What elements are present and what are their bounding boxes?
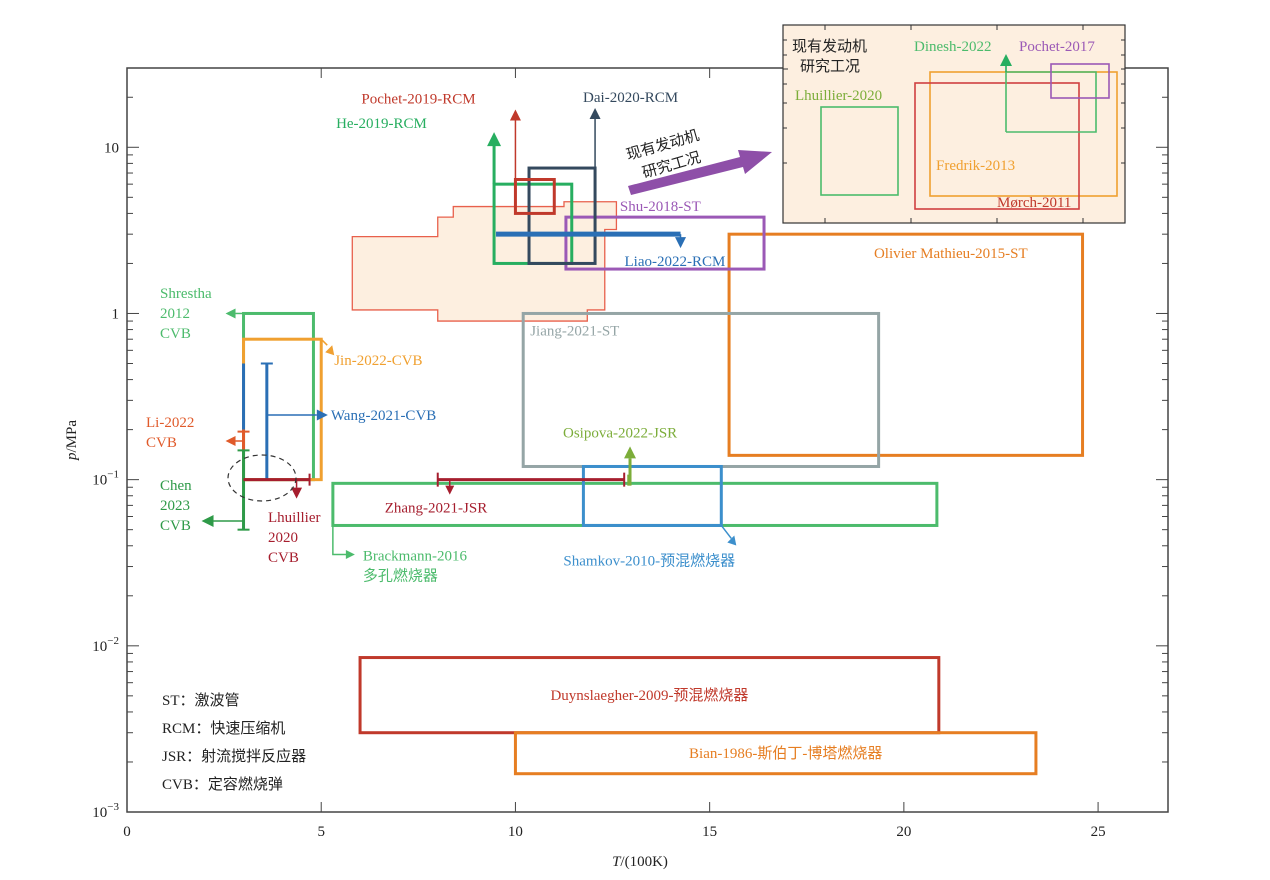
inset-box-pochet-2017	[1050, 63, 1110, 99]
engine-region-layer	[351, 201, 618, 322]
series-label: Bian-1986-斯伯丁-博塔燃烧器	[689, 744, 882, 762]
series-label: Jiang-2021-ST	[530, 323, 619, 339]
arrow-up-icon	[589, 108, 601, 120]
arrow-down-icon	[291, 487, 303, 499]
axes: 0 5 10 15 20 25 10−3 10−2 10−1 1 10	[92, 67, 1169, 840]
arrow-up-icon	[624, 446, 637, 459]
x-tick-label: 10	[508, 824, 523, 840]
series-label: Duynslaegher-2009-预混燃烧器	[550, 686, 748, 704]
series-label: CVB	[146, 435, 177, 451]
arrow-down-icon	[675, 237, 687, 249]
arrow-right-icon	[316, 409, 328, 421]
series-label: Osipova-2022-JSR	[563, 425, 677, 441]
series-labels: Duynslaegher-2009-预混燃烧器 Bian-1986-斯伯丁-博塔燃…	[146, 90, 1028, 762]
inset-label-morch-2011: Mørch-2011	[997, 195, 1071, 211]
y-tick-label: 10	[104, 140, 119, 156]
series-box	[513, 177, 556, 215]
leader-line	[332, 525, 347, 556]
arrow-left-icon	[225, 308, 236, 319]
series-label: Shamkov-2010-预混燃烧器	[563, 551, 735, 569]
leader-line	[720, 525, 732, 539]
inset-box-lhuillier-2020	[820, 106, 899, 196]
series-label: 2020	[268, 530, 298, 546]
series-label: 2023	[160, 498, 190, 514]
arrow-down-icon	[445, 485, 455, 495]
plot-frame	[126, 67, 1169, 813]
series-box	[564, 215, 766, 271]
x-tick-label: 20	[896, 824, 911, 840]
inset-label-lhuillier-2020: Lhuillier-2020	[795, 88, 882, 104]
inset-box-morch-2011	[914, 82, 1080, 210]
engine-region-polygon	[351, 201, 618, 322]
legend-entry-jsr: JSR：射流搅拌反应器	[162, 747, 306, 765]
series-label: Shu-2018-ST	[620, 199, 701, 215]
legend: ST：激波管 RCM：快速压缩机 JSR：射流搅拌反应器 CVB：定容燃烧弹	[162, 692, 306, 793]
y-tick-label: 10−1	[92, 469, 119, 489]
arrow-up-icon	[509, 109, 521, 121]
series-label: CVB	[268, 550, 299, 566]
y-tick-label: 1	[112, 306, 120, 322]
series-label: Wang-2021-CVB	[331, 408, 436, 424]
legend-entry-cvb: CVB：定容燃烧弹	[162, 775, 283, 793]
series-label: CVB	[160, 518, 191, 534]
series-label: Dai-2020-RCM	[583, 90, 678, 106]
series-label: Li-2022	[146, 415, 194, 431]
inset-title-line1: 现有发动机	[792, 37, 867, 55]
highlight-ellipse	[227, 454, 297, 502]
leader-line	[320, 338, 328, 346]
series-label: He-2019-RCM	[336, 116, 427, 132]
series-label: 多孔燃烧器	[363, 566, 438, 584]
series-label: Liao-2022-RCM	[625, 254, 726, 270]
inset-box-dinesh-2022	[1005, 71, 1097, 133]
series-label: Zhang-2021-JSR	[385, 501, 488, 517]
series-layer	[201, 108, 1085, 776]
legend-entry-st: ST：激波管	[162, 692, 240, 709]
arrow-down-right-icon	[727, 535, 737, 546]
series-label: Chen	[160, 478, 192, 494]
series-label: Olivier Mathieu-2015-ST	[874, 246, 1028, 262]
arrow-up-icon	[487, 132, 502, 147]
series-label: Brackmann-2016	[363, 548, 468, 564]
arrow-right-icon	[628, 150, 772, 195]
y-tick-label: 10−2	[92, 635, 119, 655]
arrow-left-icon	[225, 436, 236, 446]
x-tick-label: 25	[1091, 824, 1106, 840]
series-box	[513, 731, 1038, 776]
legend-entry-rcm: RCM：快速压缩机	[162, 720, 285, 737]
x-tick-label: 15	[702, 824, 717, 840]
x-tick-label: 5	[317, 824, 325, 840]
series-label: CVB	[160, 326, 191, 342]
inset-label-fredrik-2013: Fredrik-2013	[936, 158, 1015, 174]
inset-panel: 现有发动机 研究工况 Lhuillier-2020 Fredrik-2013 M…	[782, 24, 1126, 224]
y-tick-label: 10−3	[92, 801, 119, 821]
series-label: Pochet-2019-RCM	[361, 91, 475, 107]
x-axis-title: T/(100K)	[612, 854, 668, 870]
inset-label-pochet-2017: Pochet-2017	[1019, 39, 1095, 55]
x-tick-label: 0	[123, 824, 131, 840]
series-label: Lhuillier	[268, 510, 321, 526]
inset-label-dinesh-2022: Dinesh-2022	[914, 39, 992, 55]
series-box	[581, 464, 723, 527]
arrow-left-icon	[201, 515, 214, 527]
series-box	[242, 337, 323, 482]
series-box	[527, 166, 597, 265]
series-label: 2012	[160, 306, 190, 322]
inset-arrow-up-icon	[1000, 54, 1012, 66]
series-box	[727, 232, 1085, 457]
series-label: Shrestha	[160, 286, 212, 302]
arrow-down-right-icon	[325, 345, 335, 356]
y-axis-title: p/MPa	[64, 420, 80, 461]
inset-frame	[782, 24, 1126, 224]
series-label: Jin-2022-CVB	[334, 353, 422, 369]
arrow-right-icon	[345, 549, 355, 559]
inset-title-line2: 研究工况	[800, 57, 860, 75]
engine-annotation-arrow: 现有发动机 研究工况	[624, 126, 772, 195]
